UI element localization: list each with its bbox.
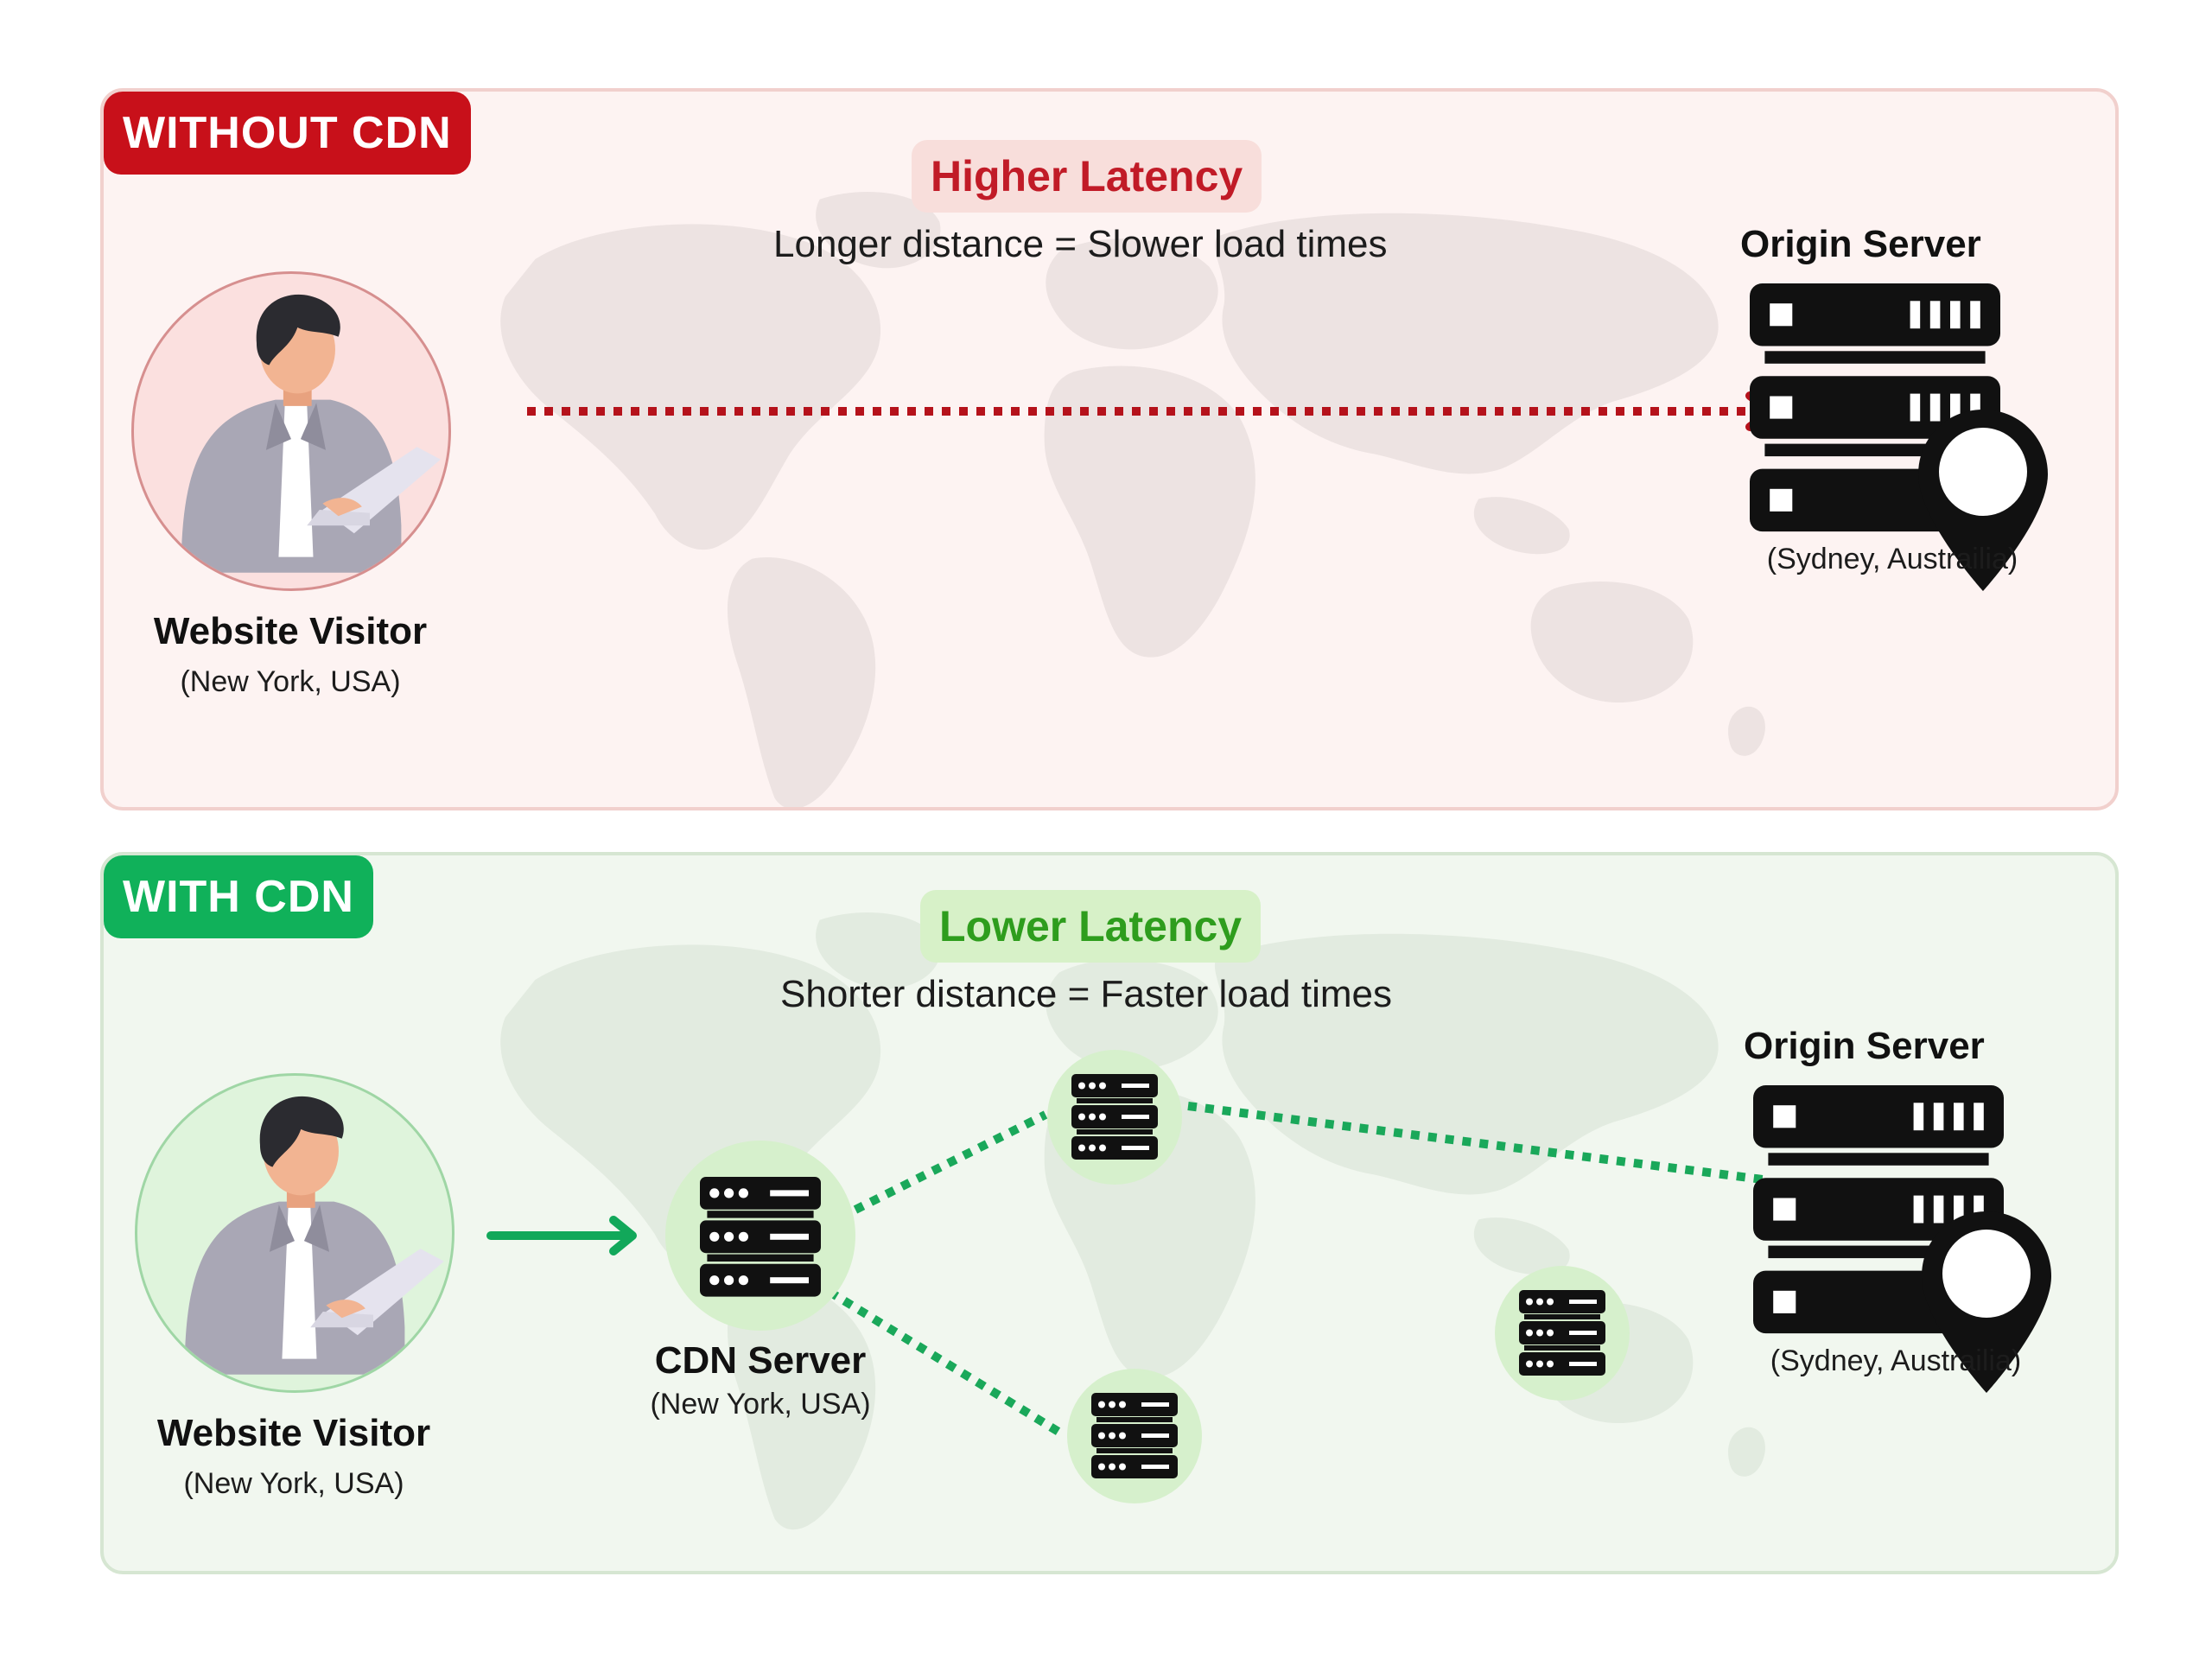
lower-latency-label: Lower Latency xyxy=(920,890,1262,963)
without-cdn-panel: WITHOUT CDN Higher Latency Longer distan… xyxy=(100,88,2119,810)
cdn-server-location: (New York, USA) xyxy=(650,1388,871,1421)
arrow-icon xyxy=(527,391,1776,431)
origin-server-location: (Sydney, Austrailia) xyxy=(1770,1344,2022,1377)
higher-latency-label: Higher Latency xyxy=(912,140,1262,213)
origin-server-title: Origin Server xyxy=(1744,1025,1985,1067)
with-cdn-panel: WITH CDN Lower Latency Shorter distance … xyxy=(100,852,2119,1574)
without-cdn-badge: WITHOUT CDN xyxy=(104,92,471,175)
origin-server-title: Origin Server xyxy=(1740,223,1981,265)
with-cdn-badge: WITH CDN xyxy=(104,855,373,938)
visitor-avatar xyxy=(135,1073,454,1393)
latency-subtitle: Longer distance = Slower load times xyxy=(773,223,1388,265)
visitor-title: Website Visitor xyxy=(153,610,428,652)
visitor-location: (New York, USA) xyxy=(180,665,401,698)
server-rack-icon xyxy=(1091,1393,1178,1479)
visitor-avatar xyxy=(131,271,451,591)
server-rack-icon xyxy=(700,1177,821,1298)
visitor-title: Website Visitor xyxy=(156,1412,431,1454)
visitor-location: (New York, USA) xyxy=(183,1467,404,1500)
origin-server-location: (Sydney, Austrailia) xyxy=(1766,543,2018,575)
arrow-icon xyxy=(486,1216,637,1255)
server-rack-icon xyxy=(1519,1290,1605,1376)
person-laptop-icon xyxy=(137,1076,452,1390)
person-laptop-icon xyxy=(134,274,448,588)
cdn-connection-lines xyxy=(827,1102,1764,1439)
latency-subtitle: Shorter distance = Faster load times xyxy=(780,973,1392,1015)
server-rack-icon xyxy=(1071,1074,1158,1160)
cdn-server-title: CDN Server xyxy=(654,1339,867,1382)
